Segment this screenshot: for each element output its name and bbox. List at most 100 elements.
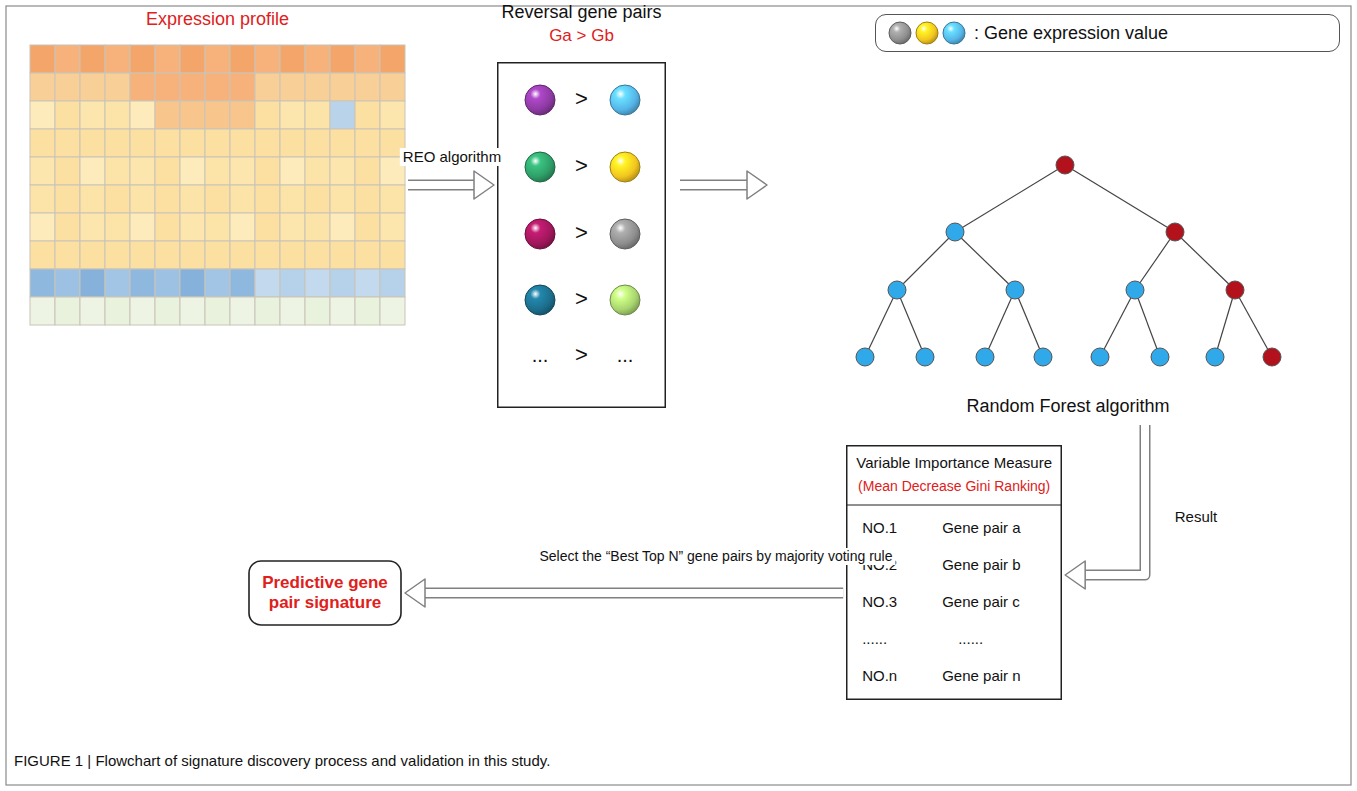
heatmap-cell (30, 157, 55, 185)
heatmap-cell (130, 101, 155, 129)
heatmap-cell (330, 185, 355, 213)
hollow-arrow (1065, 425, 1145, 589)
node-text: Gene pair b (942, 556, 1020, 573)
heatmap-cell (205, 185, 230, 213)
gene-ball (525, 219, 555, 249)
heatmap-cell (355, 73, 380, 101)
tree-node (1091, 348, 1109, 366)
gene-ball (525, 152, 555, 182)
legend-balls (876, 15, 971, 51)
heatmap-cell (280, 269, 305, 297)
heatmap-cell (55, 129, 80, 157)
heatmap-cell (380, 101, 405, 129)
heatmap-cell (305, 157, 330, 185)
heatmap-cell (30, 73, 55, 101)
gene-ball (525, 285, 555, 315)
heatmap-cell (205, 101, 230, 129)
heatmap-cell (305, 269, 330, 297)
heatmap-cell (30, 129, 55, 157)
heatmap-cell (30, 45, 55, 73)
heatmap-cell (180, 157, 205, 185)
heatmap-cell (180, 185, 205, 213)
arrow-inner (680, 181, 747, 189)
heatmap-cell (255, 129, 280, 157)
node-text: NO.1 (862, 519, 897, 536)
heatmap-cell (155, 297, 180, 325)
gene-ball (943, 22, 965, 44)
heatmap-cell (55, 101, 80, 129)
heatmap-cell (305, 185, 330, 213)
heatmap-cell (280, 45, 305, 73)
heatmap-cell (205, 157, 230, 185)
node-heading: Reversal gene pairs (501, 2, 661, 23)
heatmap-cell (380, 213, 405, 241)
heatmap-cell (30, 297, 55, 325)
random-forest-node: Random Forest algorithm (770, 150, 1300, 422)
tree-branch (1175, 232, 1235, 290)
hollow-arrow (680, 171, 767, 199)
heatmap-cell (380, 241, 405, 269)
arrow-outline (1085, 425, 1145, 575)
arrow-outline (425, 588, 843, 599)
heatmap-cell (80, 73, 105, 101)
heatmap-cell (80, 241, 105, 269)
arrow-head (405, 579, 425, 607)
legend-text: : Gene expression value (974, 23, 1168, 44)
heatmap-cell (355, 101, 380, 129)
gene-ball (610, 285, 640, 315)
heatmap-cell (305, 45, 330, 73)
heatmap-cell (205, 73, 230, 101)
heatmap-cell (330, 269, 355, 297)
heatmap-cell (55, 157, 80, 185)
tree-branch (1065, 165, 1175, 232)
heatmap-cell (180, 241, 205, 269)
tree-branch (1235, 290, 1272, 357)
heatmap-cell (230, 157, 255, 185)
hollow-arrow (405, 579, 843, 607)
arrow-inner (1085, 425, 1145, 575)
gene-pair-box: Reversal gene pairsGa > Gb>>>>...>... (497, 62, 666, 408)
heatmap-cell (330, 73, 355, 101)
heatmap-cell (130, 129, 155, 157)
node-heading: Random Forest algorithm (966, 396, 1169, 417)
legend-box: : Gene expression value (875, 14, 1340, 52)
heatmap-cell (380, 185, 405, 213)
heatmap-cell (280, 101, 305, 129)
tree-node (1166, 223, 1184, 241)
heatmap-cell (255, 101, 280, 129)
tree-node (1056, 156, 1074, 174)
heatmap-cell (155, 269, 180, 297)
heatmap-cell (130, 157, 155, 185)
arrow-outline (680, 180, 747, 191)
heatmap-cell (130, 73, 155, 101)
heatmap-cell (105, 129, 130, 157)
heatmap-cell (205, 297, 230, 325)
heatmap-cell (105, 157, 130, 185)
heatmap-cell (230, 185, 255, 213)
tree-node (1151, 348, 1169, 366)
heatmap-cell (255, 213, 280, 241)
tree-branch (955, 232, 1015, 290)
edge-label: REO algorithm (400, 148, 504, 166)
tree-branch (1015, 290, 1043, 357)
tree-branch (1135, 232, 1175, 290)
heatmap-cell (30, 101, 55, 129)
heatmap-cell (305, 73, 330, 101)
tree-node (946, 223, 964, 241)
heatmap-cell (355, 297, 380, 325)
edge-label: Result (1172, 508, 1221, 526)
heatmap-cell (105, 45, 130, 73)
heatmap-cell (305, 241, 330, 269)
gene-ball (525, 85, 555, 115)
heatmap-cell (130, 297, 155, 325)
heatmap-cell (355, 185, 380, 213)
heatmap-cell (230, 45, 255, 73)
heatmap-cell (180, 73, 205, 101)
heatmap-cell (155, 45, 180, 73)
heatmap (30, 45, 405, 325)
heatmap-cell (130, 241, 155, 269)
heatmap-cell (230, 269, 255, 297)
arrow-inner (425, 589, 843, 597)
heatmap-cell (180, 129, 205, 157)
heatmap-cell (155, 241, 180, 269)
